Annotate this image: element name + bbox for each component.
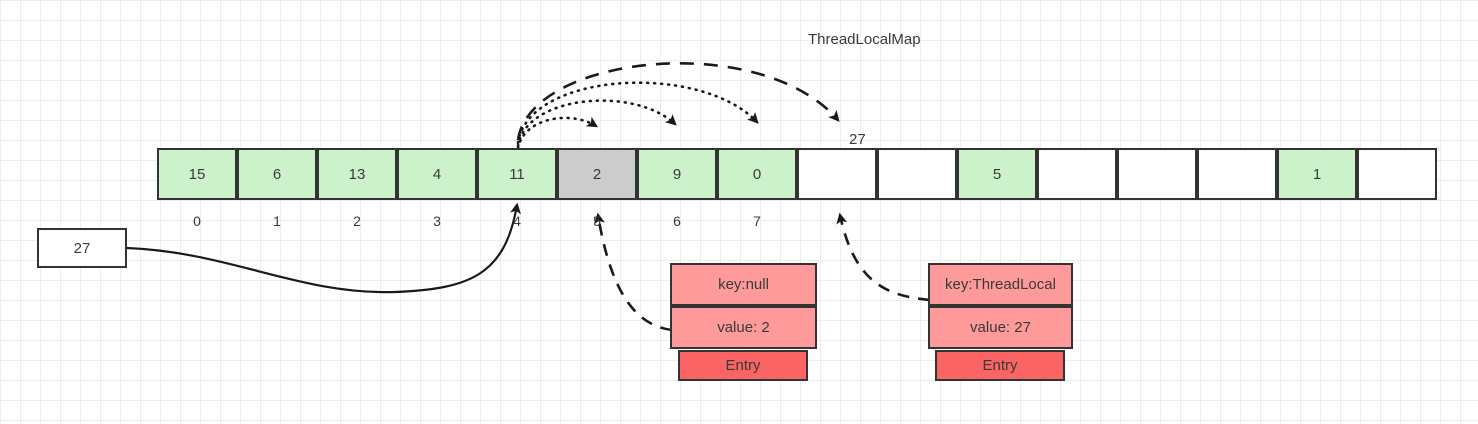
entry-stale-key: key:null — [670, 263, 817, 306]
table-slot-10: 5 — [957, 148, 1037, 200]
table-slot-8 — [797, 148, 877, 200]
table-slot-9 — [877, 148, 957, 200]
table-slot-2: 13 — [317, 148, 397, 200]
index-label-5: 5 — [593, 213, 601, 229]
index-label-3: 3 — [433, 213, 441, 229]
table-slot-15 — [1357, 148, 1437, 200]
connector-probe-slot4-to-slot6 — [516, 99, 677, 148]
connector-stale-entry-to-slot5 — [593, 212, 673, 332]
table-slot-5: 2 — [557, 148, 637, 200]
table-slot-14: 1 — [1277, 148, 1357, 200]
index-label-7: 7 — [753, 213, 761, 229]
index-label-6: 6 — [673, 213, 681, 229]
connector-probe-slot4-to-slot8 — [516, 62, 840, 141]
table-slot-7: 0 — [717, 148, 797, 200]
connector-new-entry-to-slot8 — [836, 212, 931, 302]
index-label-0: 0 — [193, 213, 201, 229]
table-slot-13 — [1197, 148, 1277, 200]
table-slot-12 — [1117, 148, 1197, 200]
diagram-title: ThreadLocalMap — [808, 31, 921, 48]
table-slot-0: 15 — [157, 148, 237, 200]
table-slot-1: 6 — [237, 148, 317, 200]
index-label-4: 4 — [513, 213, 521, 229]
entry-new-footer: Entry — [935, 350, 1065, 381]
table-slot-4: 11 — [477, 148, 557, 200]
connector-probe-slot4-to-slot7 — [516, 81, 759, 145]
entry-new-value: value: 27 — [928, 306, 1073, 349]
connector-probe-slot4-to-slot5 — [516, 116, 599, 150]
input-variable-box: 27 — [37, 228, 127, 268]
index-label-1: 1 — [273, 213, 281, 229]
table-slot-11 — [1037, 148, 1117, 200]
entry-new-key: key:ThreadLocal — [928, 263, 1073, 306]
probe-value-label: 27 — [849, 131, 866, 148]
index-label-2: 2 — [353, 213, 361, 229]
entry-stale-value: value: 2 — [670, 306, 817, 349]
table-slot-3: 4 — [397, 148, 477, 200]
entry-stale-footer: Entry — [678, 350, 808, 381]
table-slot-6: 9 — [637, 148, 717, 200]
